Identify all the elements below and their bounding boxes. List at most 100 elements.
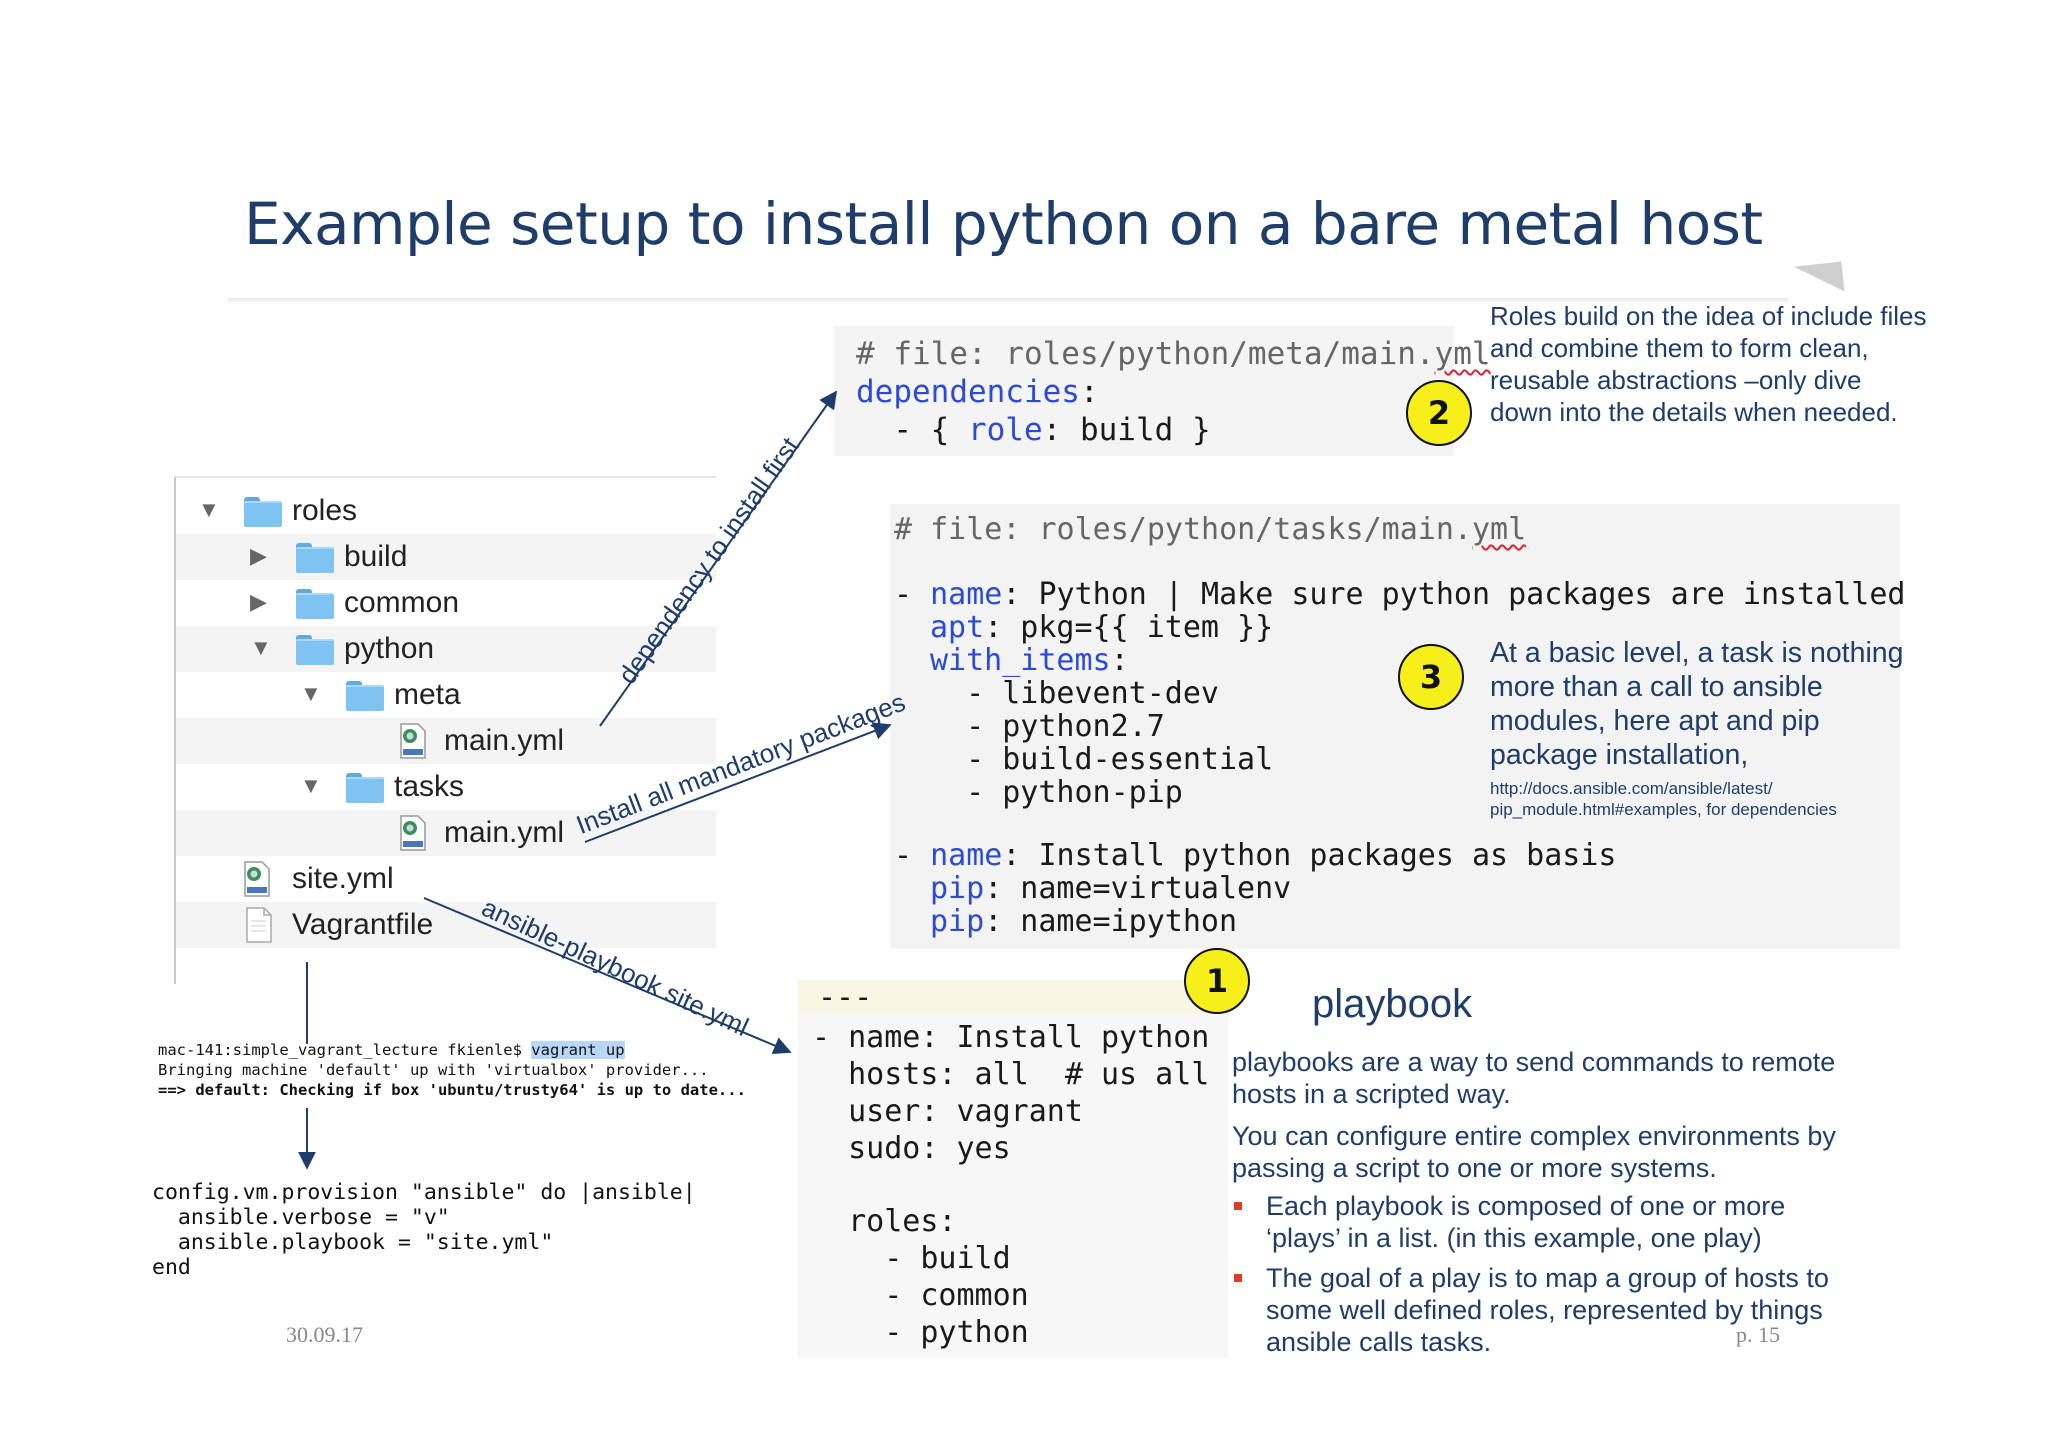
tree-label: common (344, 586, 460, 619)
code-text: : build } (1042, 412, 1211, 448)
folder-icon (244, 497, 282, 527)
collapsed-triangle-icon[interactable]: ▶ (250, 589, 267, 614)
yml-file-icon (244, 861, 270, 897)
tree-label: meta (394, 678, 461, 711)
code-text: : pkg={{ item }} (984, 610, 1274, 645)
vagrantfile-snippet: config.vm.provision "ansible" do |ansibl… (152, 1180, 696, 1280)
expanded-triangle-icon[interactable]: ▼ (300, 681, 322, 706)
tree-row-python[interactable]: ▼ python (176, 626, 716, 672)
code-line: hosts: all # us all (812, 1057, 1210, 1092)
terminal-prompt: mac-141:simple_vagrant_lecture fkienle$ (158, 1041, 532, 1059)
tree-row-build[interactable]: ▶ build (176, 534, 716, 580)
tree-label: roles (292, 494, 358, 527)
bullet-text: The goal of a play is to map a group of … (1266, 1263, 1829, 1357)
collapsed-triangle-icon[interactable]: ▶ (250, 543, 267, 568)
code-key: pip (930, 871, 985, 906)
code-text: : (1110, 643, 1129, 678)
code-block-site-header (798, 980, 1228, 1014)
bullet-text: Each playbook is composed of one or more… (1266, 1191, 1786, 1253)
folder-icon (296, 635, 334, 665)
code-item: - build-essential (930, 742, 1274, 777)
tree-row-vagrantfile[interactable]: Vagrantfile (176, 902, 716, 948)
code-line: - common (812, 1278, 1029, 1313)
code-line: --- (818, 980, 873, 1015)
code-block-tasks: # file: roles/python/tasks/main.yml - na… (890, 504, 1905, 949)
code-block-site (798, 982, 1228, 1358)
code-key: with_items (930, 643, 1111, 678)
code-comment: # file: roles/python/tasks/main. (894, 512, 1472, 547)
slide-page-number: p. 15 (1736, 1322, 1780, 1347)
file-tree-panel: ▼ roles ▶ build ▶ common ▼ python ▼ meta… (174, 476, 716, 984)
folder-icon (346, 773, 384, 803)
code-line: ansible.playbook = "site.yml" (152, 1230, 554, 1255)
roles-note: Roles build on the idea of include files… (1490, 301, 1927, 427)
code-line: config.vm.provision "ansible" do |ansibl… (152, 1180, 696, 1205)
code-line: end (152, 1255, 191, 1280)
code-text: : name=ipython (984, 904, 1238, 939)
code-text: - (894, 838, 931, 873)
terminal-command: vagrant up (531, 1041, 625, 1059)
tree-row-roles[interactable]: ▼ roles (176, 488, 716, 534)
code-key: dependencies (856, 374, 1080, 410)
tree-label: Vagrantfile (292, 908, 434, 941)
tree-row-meta-main-yml[interactable]: main.yml (176, 718, 716, 764)
folder-icon (296, 543, 334, 573)
code-line: ansible.verbose = "v" (152, 1205, 450, 1230)
code-key: apt (930, 610, 985, 645)
code-text: : name=virtualenv (984, 871, 1292, 906)
arrow-install-packages (584, 722, 892, 843)
terminal-output: mac-141:simple_vagrant_lecture fkienle$ … (158, 1040, 746, 1100)
code-text: : (1079, 374, 1099, 410)
badge-3: 3 (1398, 644, 1464, 710)
tree-label: site.yml (292, 862, 394, 895)
tree-row-site-yml[interactable]: site.yml (176, 856, 716, 902)
code-site-lines: --- - name: Install python hosts: all # … (798, 980, 1228, 1358)
tree-row-common[interactable]: ▶ common (176, 580, 716, 626)
tree-row-tasks[interactable]: ▼ tasks (176, 764, 716, 810)
code-text: - { (856, 412, 968, 448)
code-comment-ext: yml (1434, 336, 1491, 372)
tree-row-tasks-main-yml[interactable]: main.yml (176, 810, 716, 856)
folder-icon (346, 681, 384, 711)
code-key: role (967, 412, 1043, 448)
slide-title: Example setup to install python on a bar… (244, 190, 1763, 258)
tree-row-meta[interactable]: ▼ meta (176, 672, 716, 718)
code-line: - python (812, 1315, 1029, 1350)
code-key: pip (930, 904, 985, 939)
yml-file-icon (400, 815, 426, 851)
arrow-playbook (423, 897, 792, 1055)
code-key: name (930, 838, 1003, 873)
code-text: - (894, 577, 931, 612)
task-doc-link[interactable]: http://docs.ansible.com/ansible/latest/ … (1490, 779, 1837, 819)
tree-label: main.yml (444, 724, 565, 757)
code-text: : Install python packages as basis (1002, 838, 1617, 873)
slide-date: 30.09.17 (286, 1322, 363, 1347)
code-item: - python-pip (930, 775, 1183, 810)
tree-label: main.yml (444, 816, 565, 849)
expanded-triangle-icon[interactable]: ▼ (300, 773, 322, 798)
code-item: - python2.7 (930, 709, 1165, 744)
code-line: - name: Install python (812, 1020, 1210, 1055)
playbook-paragraph: playbooks are a way to send commands to … (1232, 1047, 1836, 1109)
text-file-icon (246, 907, 272, 943)
code-item: - libevent-dev (930, 676, 1219, 711)
code-line: user: vagrant (812, 1094, 1083, 1129)
expanded-triangle-icon[interactable]: ▼ (250, 635, 272, 660)
expanded-triangle-icon[interactable]: ▼ (198, 497, 220, 522)
code-key: name (930, 577, 1003, 612)
playbook-paragraph: You can configure entire complex environ… (1232, 1121, 1836, 1183)
tree-label: tasks (394, 770, 465, 803)
code-comment-ext: yml (1471, 512, 1527, 547)
bullet-square-icon (1234, 1274, 1242, 1282)
terminal-line: ==> default: Checking if box 'ubuntu/tru… (158, 1081, 746, 1099)
folder-icon (296, 589, 334, 619)
code-line: - build (812, 1241, 1011, 1276)
yml-file-icon (400, 723, 426, 759)
task-note: At a basic level, a task is nothing more… (1490, 637, 1904, 771)
tree-label: build (344, 540, 408, 573)
playbook-heading: playbook (1312, 982, 1473, 1026)
code-comment: # file: roles/python/meta/ (856, 336, 1342, 372)
code-line: sudo: yes (812, 1131, 1011, 1166)
badge-2: 2 (1406, 380, 1472, 446)
